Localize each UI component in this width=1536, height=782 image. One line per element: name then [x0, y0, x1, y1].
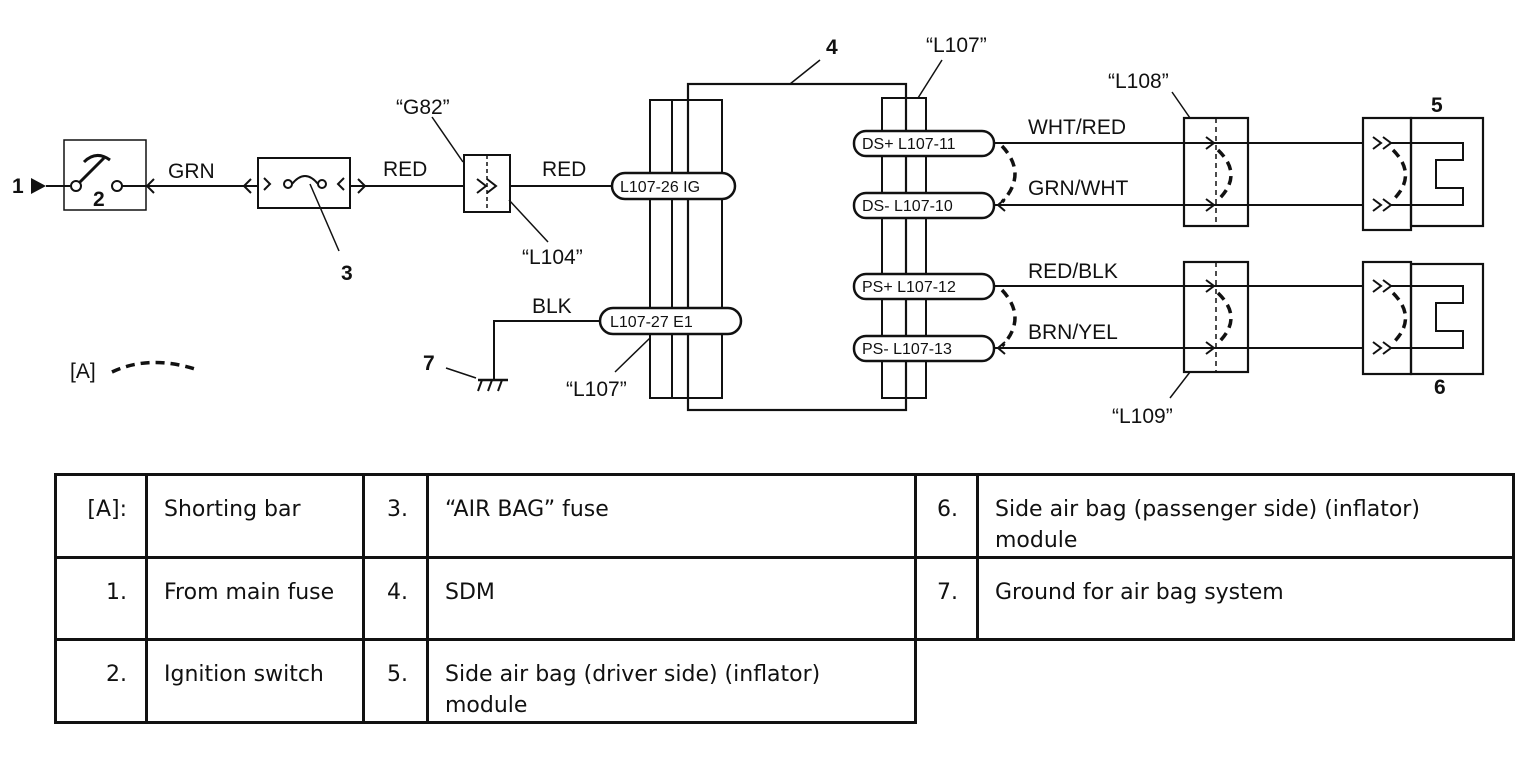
legend-key: 3.: [362, 473, 429, 559]
legend-description: Ignition switch: [145, 638, 365, 724]
wire-label-red-2: RED: [542, 158, 586, 181]
connector-label-g82: “G82”: [396, 96, 450, 119]
legend-key: 1.: [54, 556, 148, 641]
terminal-ps-plus: PS+ L107-12: [852, 272, 996, 301]
shorting-bar-key-label: [A]: [70, 360, 96, 383]
terminal-ig: L107-26 IG: [610, 171, 737, 201]
item-number-7: 7: [423, 352, 435, 375]
legend-table: [A]: Shorting bar 3. “AIR BAG” fuse 6. S…: [54, 473, 1515, 724]
item-number-4: 4: [826, 36, 838, 59]
legend-description: From main fuse: [145, 556, 365, 641]
wire-label-brn-yel: BRN/YEL: [1028, 321, 1118, 344]
legend-description: SDM: [426, 556, 917, 641]
wire-label-grn-wht: GRN/WHT: [1028, 177, 1128, 200]
terminal-label-e1: L107-27 E1: [610, 314, 693, 331]
terminal-ds-plus: DS+ L107-11: [852, 129, 996, 158]
legend-description: Ground for air bag system: [976, 556, 1515, 641]
connector-label-l108: “L108”: [1108, 70, 1169, 93]
legend-row: 1. From main fuse 4. SDM 7. Ground for a…: [54, 556, 1515, 641]
item-number-1: 1: [12, 175, 24, 198]
connector-g82-l104: [431, 116, 549, 243]
wire-label-grn: GRN: [168, 160, 215, 183]
legend-row: 2. Ignition switch 5. Side air bag (driv…: [54, 638, 1514, 724]
wire-label-red-1: RED: [383, 158, 427, 181]
wire-label-red-blk: RED/BLK: [1028, 260, 1118, 283]
passenger-side-inflator-module: [1361, 260, 1485, 376]
connector-label-l107-bottom: “L107”: [566, 378, 627, 401]
legend-empty-cell: [915, 638, 978, 723]
legend-description: Side air bag (driver side) (inflator) mo…: [426, 638, 917, 724]
legend-key: 6.: [914, 473, 979, 559]
sdm-shorting-bar-ds: [1000, 144, 1017, 204]
legend-row: [A]: Shorting bar 3. “AIR BAG” fuse 6. S…: [54, 473, 1515, 559]
terminal-e1: L107-27 E1: [598, 306, 743, 336]
item-number-2: 2: [93, 188, 105, 211]
legend-key: 5.: [362, 638, 429, 724]
item-number-5: 5: [1431, 94, 1443, 117]
terminal-label-ps-minus: PS- L107-13: [862, 341, 952, 358]
wire-label-wht-red: WHT/RED: [1028, 116, 1126, 139]
terminal-label-ps-plus: PS+ L107-12: [862, 279, 956, 296]
connector-label-l107-top: “L107”: [926, 34, 987, 57]
sdm-shorting-bar-ps: [1000, 288, 1017, 348]
connector-label-l109: “L109”: [1112, 405, 1173, 428]
legend-description: Shorting bar: [145, 473, 365, 559]
connector-l108: [1171, 91, 1250, 228]
terminal-ds-minus: DS- L107-10: [852, 191, 996, 220]
ground-symbol: [445, 367, 508, 392]
ignition-switch: [31, 139, 147, 211]
legend-key: 4.: [362, 556, 429, 641]
shorting-bar-key-symbol: [111, 360, 199, 374]
terminal-ps-minus: PS- L107-13: [852, 334, 996, 363]
legend-key: 2.: [54, 638, 148, 724]
legend-description: Side air bag (passenger side) (inflator)…: [976, 473, 1515, 559]
terminal-label-ds-plus: DS+ L107-11: [862, 136, 956, 153]
terminal-label-ds-minus: DS- L107-10: [862, 198, 953, 215]
legend-key: 7.: [914, 556, 979, 641]
legend-description: “AIR BAG” fuse: [426, 473, 917, 559]
driver-side-inflator-module: [1361, 116, 1485, 232]
legend-empty-cell: [977, 638, 1514, 723]
wire-label-blk: BLK: [532, 295, 572, 318]
connector-l109: [1169, 260, 1250, 399]
legend-key: [A]:: [54, 473, 148, 559]
item-number-3: 3: [341, 262, 353, 285]
wiring-diagram: 1 2 GRN 3 RED “G82” “L104” RED: [12, 34, 1485, 428]
item-number-6: 6: [1434, 376, 1446, 399]
terminal-label-ig: L107-26 IG: [620, 179, 700, 196]
connector-label-l104: “L104”: [522, 246, 583, 269]
air-bag-fuse: [257, 157, 351, 252]
